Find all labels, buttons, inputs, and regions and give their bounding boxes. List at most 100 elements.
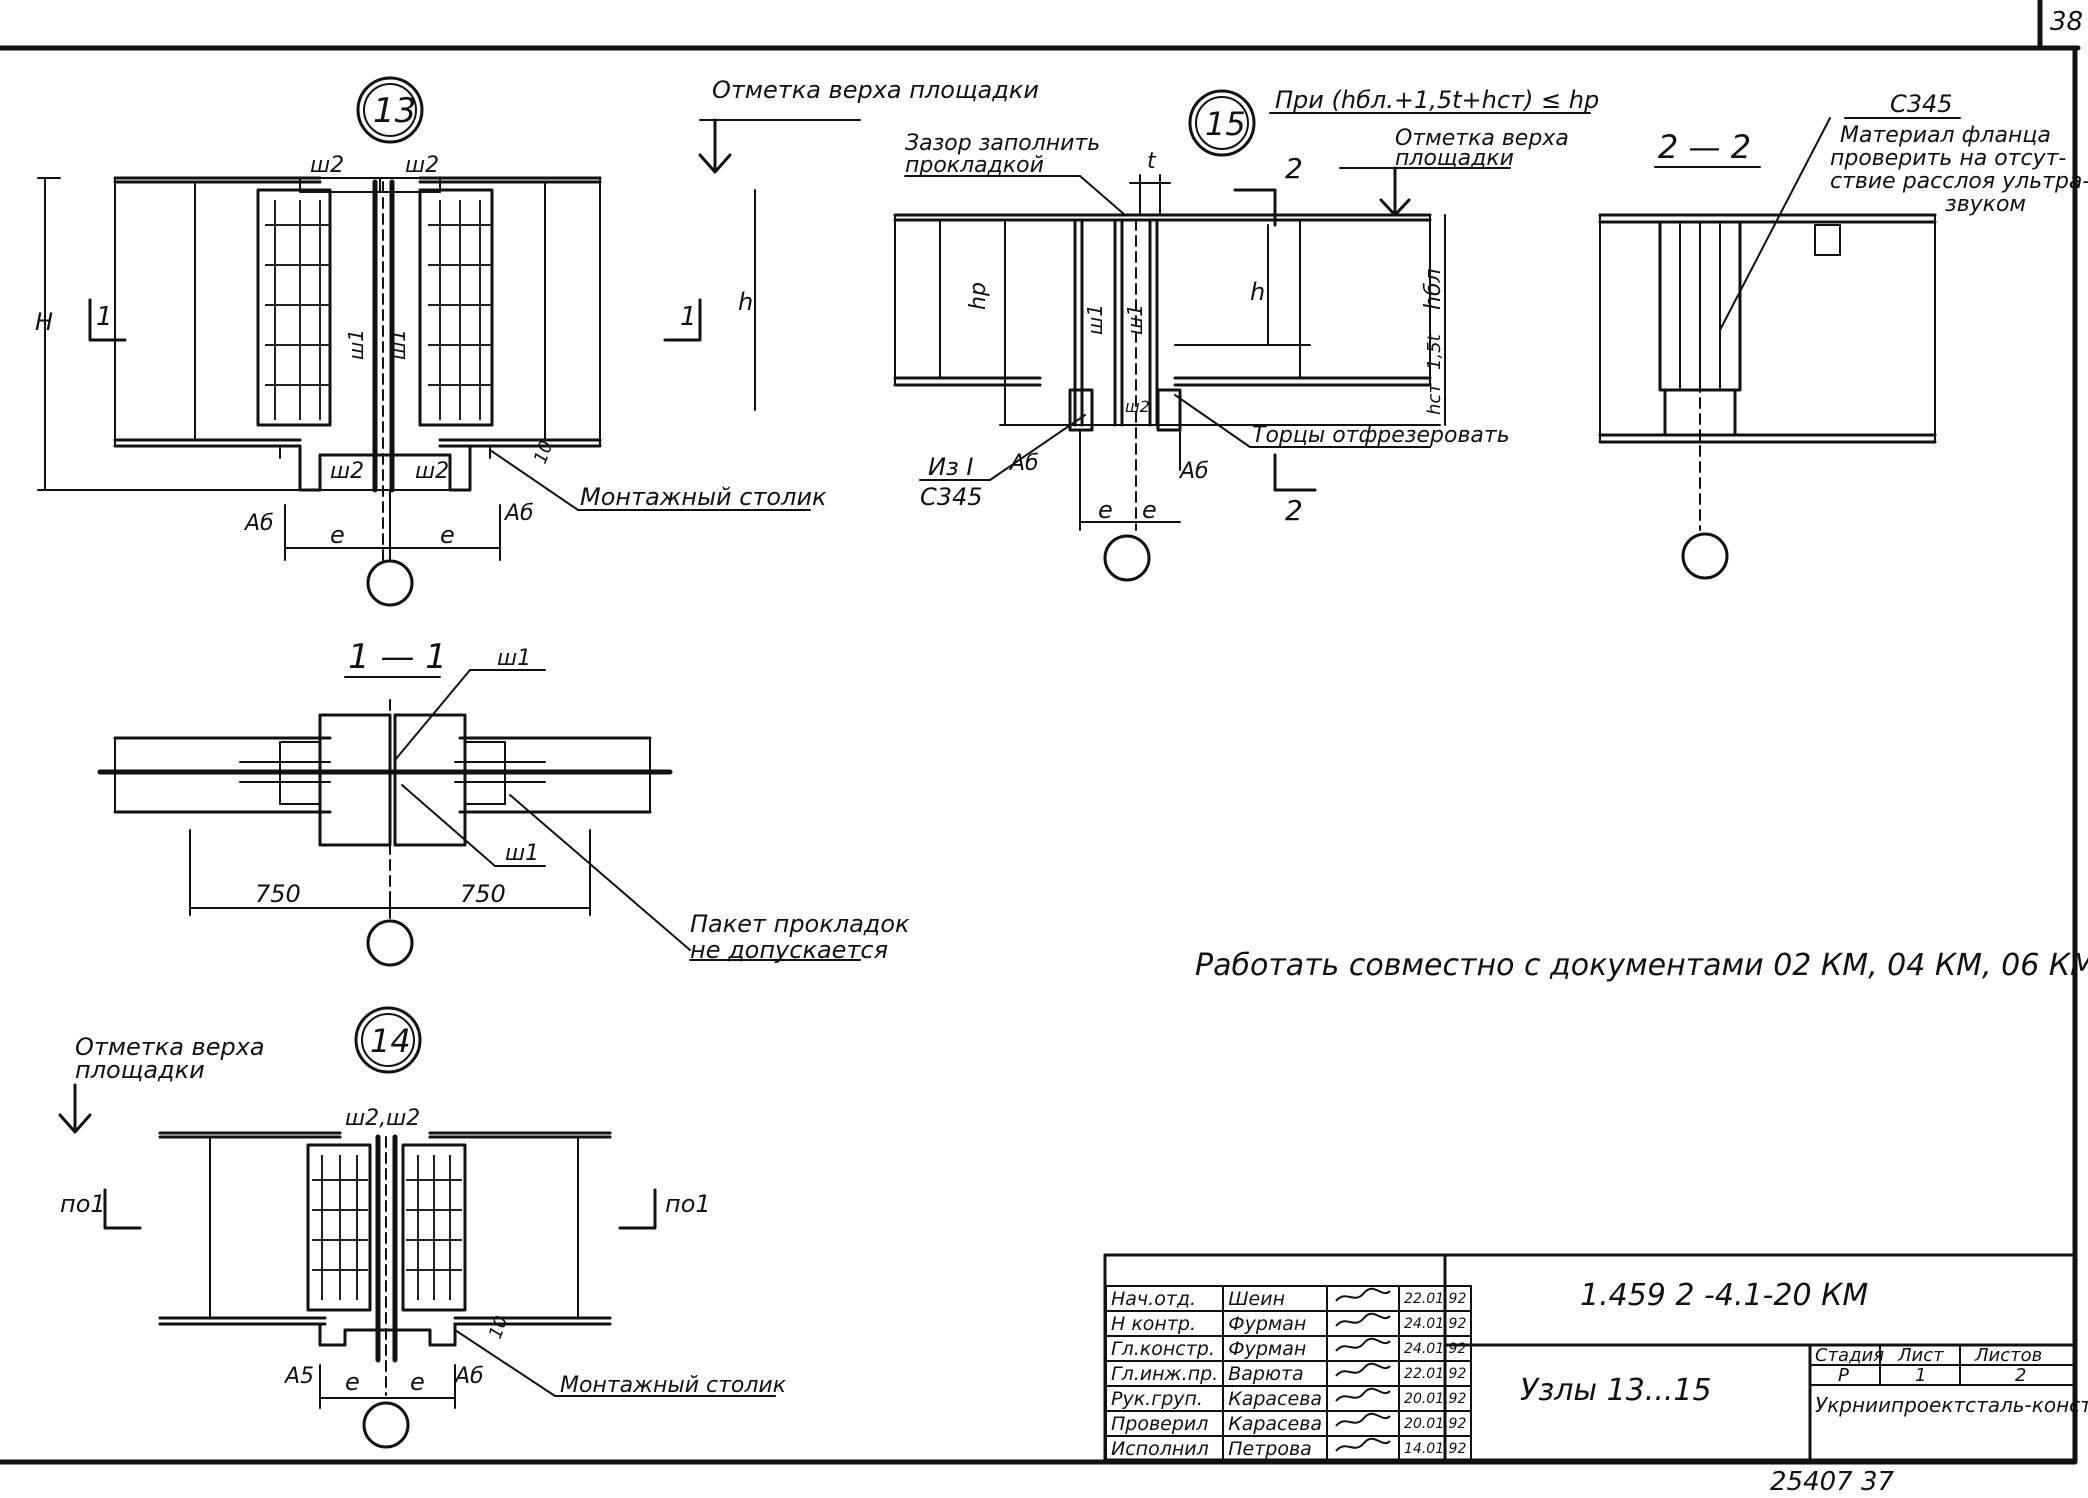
- archive-number: 25407 37: [1770, 1467, 1895, 1497]
- node-14-dim-e-r: е: [410, 1368, 425, 1396]
- stamp-name: Карасева: [1222, 1385, 1329, 1412]
- node-14-dim-e-l: е: [345, 1368, 360, 1396]
- node-15-dim-15t: 1,5t: [1424, 333, 1445, 370]
- node-14-marker: [354, 1006, 422, 1074]
- stamp-name: Фурман: [1222, 1335, 1329, 1362]
- stamp-name: Петрова: [1222, 1435, 1329, 1462]
- node-13-weld-w1-l: ш1: [344, 329, 368, 360]
- title-block-sheets: 2: [2015, 1365, 2026, 1386]
- node-13-table-label: Монтажный столик: [580, 483, 827, 511]
- node-13-weld-w2-bot-r: ш2: [415, 459, 449, 484]
- node-13-section-1-r: 1: [680, 302, 697, 332]
- node-13-bolt-label-l: Аб: [243, 511, 274, 536]
- node-15-dim-hp: hр: [966, 282, 991, 310]
- stamp-date: 22.01.92: [1398, 1285, 1473, 1312]
- stamp-date: 20.01.92: [1398, 1385, 1473, 1412]
- stamp-role: Н контр.: [1104, 1310, 1225, 1337]
- node-15-level-label-2: площадки: [1395, 146, 1514, 171]
- section-2-2-note-4: звуком: [1945, 192, 2026, 217]
- node-15-dim-e-r: е: [1142, 496, 1157, 524]
- stamp-name: Шеин: [1222, 1285, 1329, 1312]
- signature-mark: [1335, 1437, 1391, 1452]
- stamp-row: Нач.отд.Шеин 22.01.92: [1104, 1285, 1473, 1312]
- node-15-dim-t: t: [1147, 149, 1157, 174]
- signature-mark: [1335, 1412, 1391, 1427]
- title-block-stage-header: Стадия: [1815, 1345, 1884, 1366]
- section-2-2: 2 — 2 С345 Материал фланца проверить на …: [1598, 90, 2088, 580]
- stamp-name: Карасева: [1222, 1410, 1329, 1437]
- signature-mark: [1335, 1287, 1391, 1302]
- node-15-axis-marker: [1103, 534, 1151, 582]
- stamp-signature: [1326, 1435, 1401, 1462]
- node-13-weld-w2-top-r: ш2: [405, 153, 439, 178]
- node-13-weld-w2-top-l: ш2: [310, 153, 344, 178]
- section-1-1: 1 — 1 ш1 ш1 750 750 Пакет прокладок не д…: [97, 637, 910, 967]
- section-1-1-weld-top: ш1: [497, 646, 531, 671]
- title-block-code: 1.459 2 -4.1-20 КМ: [1580, 1278, 1868, 1313]
- node-13-dim-10: 10: [530, 438, 558, 467]
- node-15-bolt-label-l: Аб: [1008, 451, 1039, 476]
- general-note: Работать совместно с документами 02 КМ, …: [1195, 948, 2088, 983]
- node-13-dim-H: Н: [35, 308, 53, 336]
- node-13-axis-marker: [366, 559, 414, 607]
- page-number: 38: [2050, 7, 2083, 37]
- node-14-level-label-1: Отметка верха: [75, 1033, 265, 1061]
- section-2-2-note-2: проверить на отсут-: [1830, 146, 2066, 171]
- section-1-1-dim-left: 750: [255, 880, 301, 908]
- node-15-gap-note-2: прокладкой: [905, 153, 1044, 178]
- node-14-level-label-2: площадки: [75, 1056, 205, 1084]
- node-14-axis-marker: [362, 1401, 410, 1449]
- stamp-table: Нач.отд.Шеин 22.01.92 Н контр.Фурман 24.01.…: [1104, 1285, 1473, 1462]
- section-2-2-note-1: Материал фланца: [1840, 123, 2051, 148]
- node-15-dim-w2: ш2: [1125, 397, 1150, 416]
- signature-mark: [1335, 1387, 1391, 1402]
- node-15-dim-w1-b: ш1: [1123, 304, 1147, 335]
- node-13-bolt-label-r: Аб: [503, 501, 534, 526]
- node-13-dim-e-r: е: [440, 521, 455, 549]
- node-15-dim-h: h: [1250, 278, 1265, 306]
- node-14-bolt-label-l: А5: [283, 1364, 314, 1389]
- signature-mark: [1335, 1337, 1391, 1352]
- stamp-date: 22.01.92: [1398, 1360, 1473, 1387]
- node-13-section-1-l: 1: [96, 302, 113, 332]
- node-15-steel-2: С345: [920, 483, 983, 511]
- stamp-role: Нач.отд.: [1104, 1285, 1225, 1312]
- node-15-mill-note: Торцы отфрезеровать: [1252, 423, 1510, 448]
- node-13-dim-h: h: [738, 288, 753, 316]
- section-1-1-axis-marker: [366, 919, 414, 967]
- stamp-signature: [1326, 1360, 1401, 1387]
- stamp-name: Варюта: [1222, 1360, 1329, 1387]
- stamp-row: Рук.груп.Карасева 20.01.92: [1104, 1385, 1473, 1412]
- node-15-marker: [1188, 89, 1256, 157]
- node-13-level-label: Отметка верха площадки: [712, 76, 1039, 104]
- stamp-role: Рук.груп.: [1104, 1385, 1225, 1412]
- node-14-bolt-label-r: Аб: [453, 1364, 484, 1389]
- stamp-date: 24.01.92: [1398, 1335, 1473, 1362]
- node-13: 13 Отметка верха площадки Н: [35, 76, 1039, 607]
- node-13-weld-w2-bot-l: ш2: [330, 459, 364, 484]
- node-15-dim-e-l: е: [1098, 496, 1113, 524]
- section-2-2-title: 2 — 2: [1658, 128, 1751, 166]
- stamp-role: Исполнил: [1104, 1435, 1225, 1462]
- node-15-number: 15: [1205, 105, 1246, 143]
- stamp-name: Фурман: [1222, 1310, 1329, 1337]
- stamp-date: 20.01.92: [1398, 1410, 1473, 1437]
- node-13-number: 13: [373, 91, 416, 131]
- stamp-role: Проверил: [1104, 1410, 1225, 1437]
- stamp-table-wrap: Нач.отд.Шеин 22.01.92 Н контр.Фурман 24.01.…: [1104, 1285, 1473, 1462]
- stamp-date: 14.01.92: [1398, 1435, 1473, 1462]
- stamp-table-body: Нач.отд.Шеин 22.01.92 Н контр.Фурман 24.01.…: [1104, 1285, 1473, 1462]
- section-2-2-note-3: ствие расслоя ультра-: [1830, 169, 2088, 194]
- node-14: 14 Отметка верха площадки ш2,ш2 по1 по1 …: [58, 1006, 787, 1449]
- title-block: 1.459 2 -4.1-20 КМ Узлы 13...15 Стадия Л…: [1103, 1253, 2088, 1497]
- section-1-1-title: 1 — 1: [348, 637, 447, 677]
- node-14-section-mark-l: по1: [60, 1190, 106, 1218]
- title-block-org: Укрниипроектсталь-конструкция: [1815, 1393, 2088, 1417]
- node-14-number: 14: [370, 1022, 411, 1060]
- node-15-dim-w1-a: ш1: [1083, 304, 1107, 335]
- title-block-sheet-header: Лист: [1897, 1345, 1944, 1366]
